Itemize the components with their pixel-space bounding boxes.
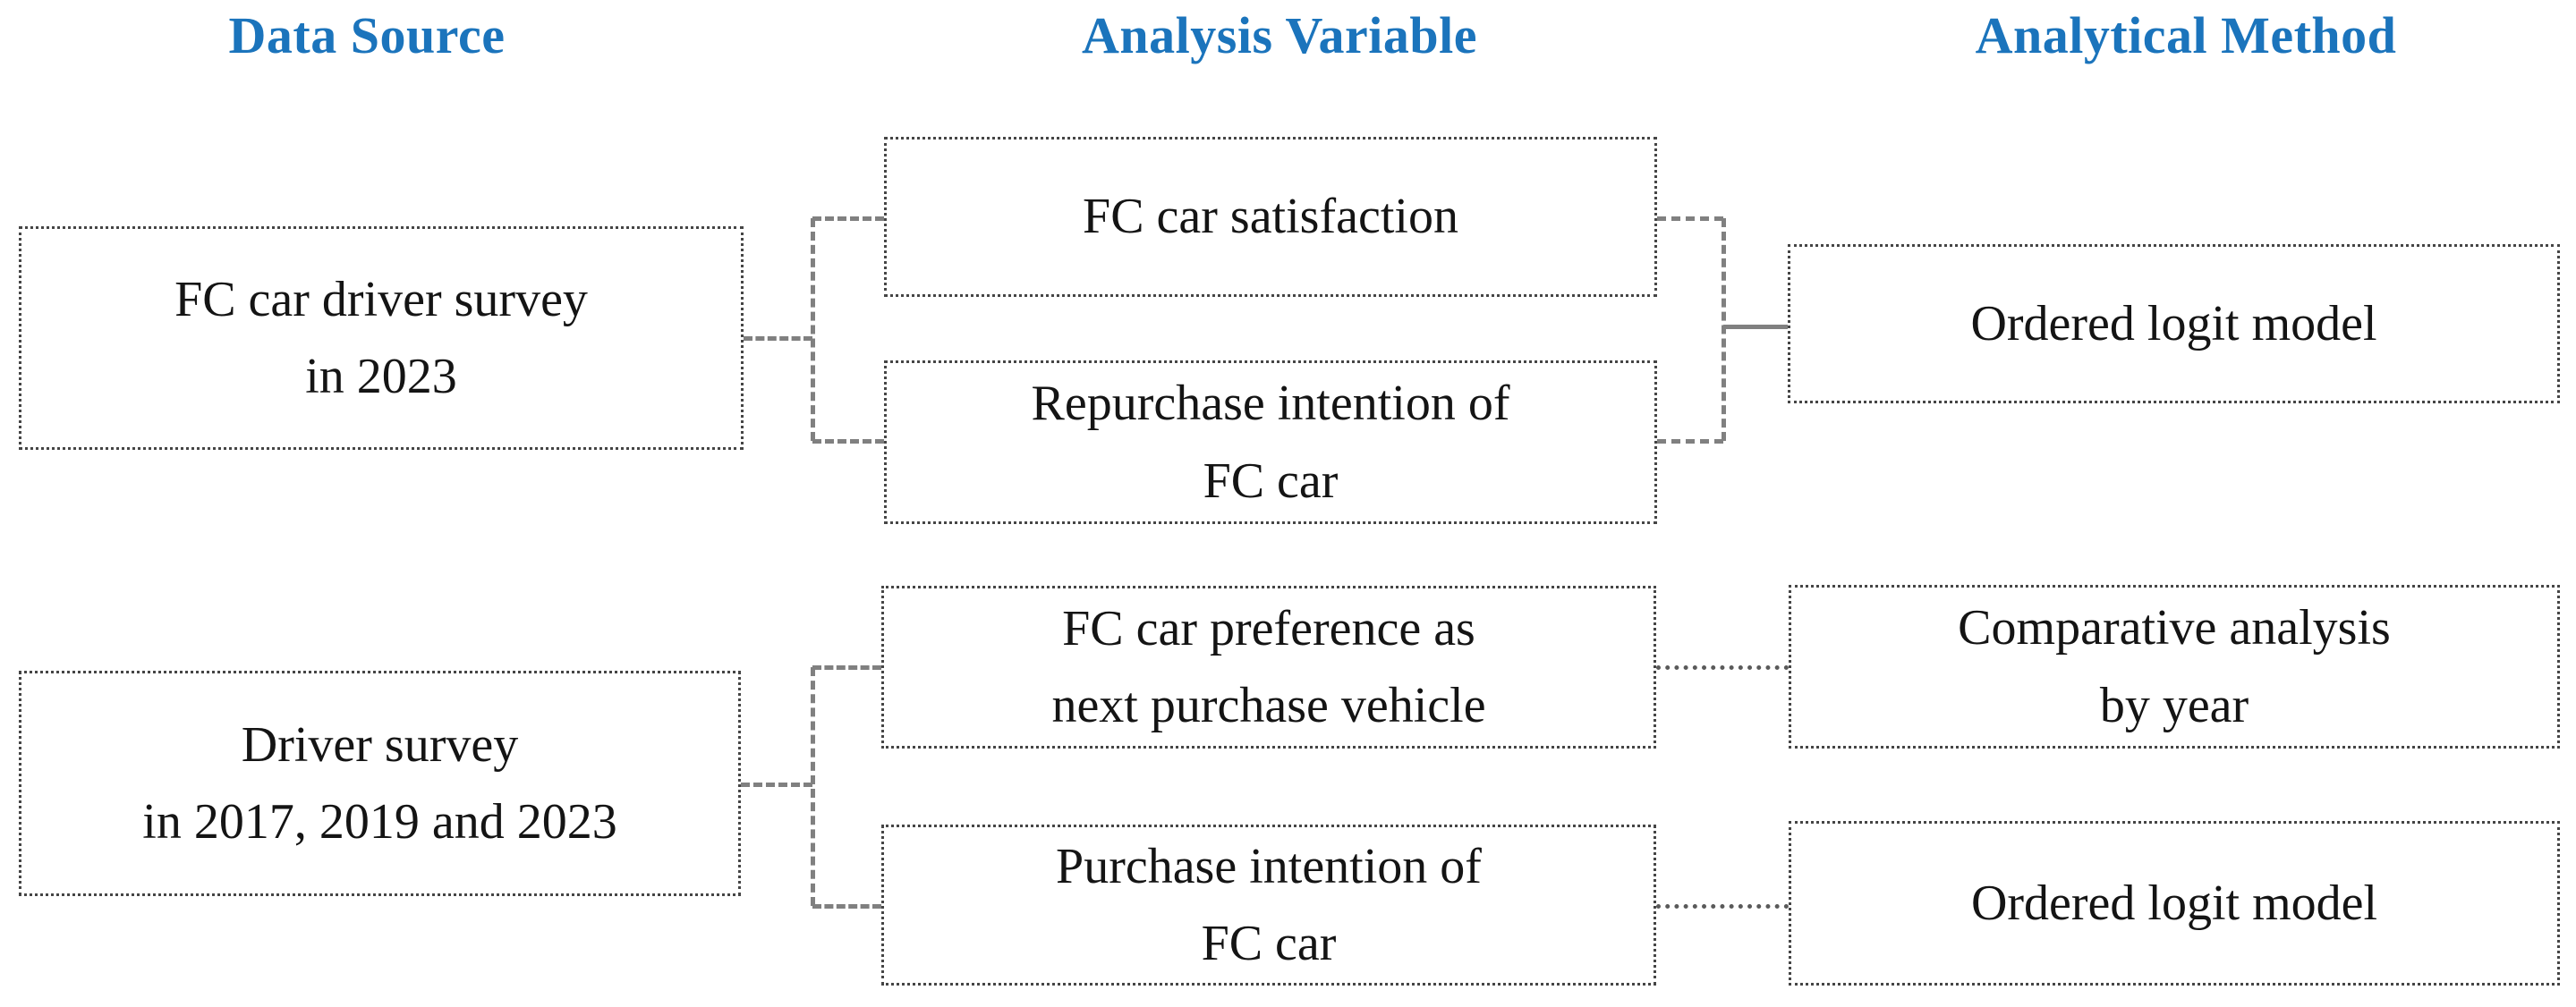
connector-row1-right-stem <box>1723 325 1788 329</box>
connector-row1-left-bracket <box>811 218 815 441</box>
box-comparative-analysis-by-year: Comparative analysis by year <box>1789 585 2560 749</box>
connector-row2-left-bracket <box>811 667 815 906</box>
connector-row2-preference-to-comparative <box>1656 665 1789 670</box>
connector-row2-left-stem <box>741 783 812 787</box>
connector-row1-satisfaction-out <box>1657 216 1723 221</box>
connector-row2-branch-purchase <box>812 904 881 909</box>
connector-row1-branch-satisfaction <box>812 216 884 221</box>
box-fc-car-preference-next: FC car preference as next purchase vehic… <box>881 586 1656 749</box>
column-header-analysis-variable: Analysis Variable <box>1082 6 1477 64</box>
column-header-analytical-method: Analytical Method <box>1975 6 2397 64</box>
connector-row2-purchase-to-logit <box>1656 904 1789 909</box>
box-ordered-logit-model-row2: Ordered logit model <box>1789 821 2560 986</box>
column-header-data-source: Data Source <box>228 6 506 64</box>
box-fc-car-driver-survey-2023: FC car driver survey in 2023 <box>19 226 744 450</box>
connector-row1-branch-repurchase <box>812 439 884 444</box>
box-fc-car-satisfaction: FC car satisfaction <box>884 137 1657 297</box>
box-ordered-logit-model-row1: Ordered logit model <box>1788 244 2560 403</box>
connector-row1-left-stem <box>744 336 812 341</box>
connector-row2-branch-preference <box>812 665 881 670</box>
connector-row1-right-bracket <box>1722 218 1726 441</box>
box-repurchase-intention-fc-car: Repurchase intention of FC car <box>884 360 1657 524</box>
connector-row1-repurchase-out <box>1657 439 1723 444</box>
box-purchase-intention-fc-car: Purchase intention of FC car <box>881 825 1656 986</box>
box-driver-survey-2017-2019-2023: Driver survey in 2017, 2019 and 2023 <box>19 671 741 896</box>
